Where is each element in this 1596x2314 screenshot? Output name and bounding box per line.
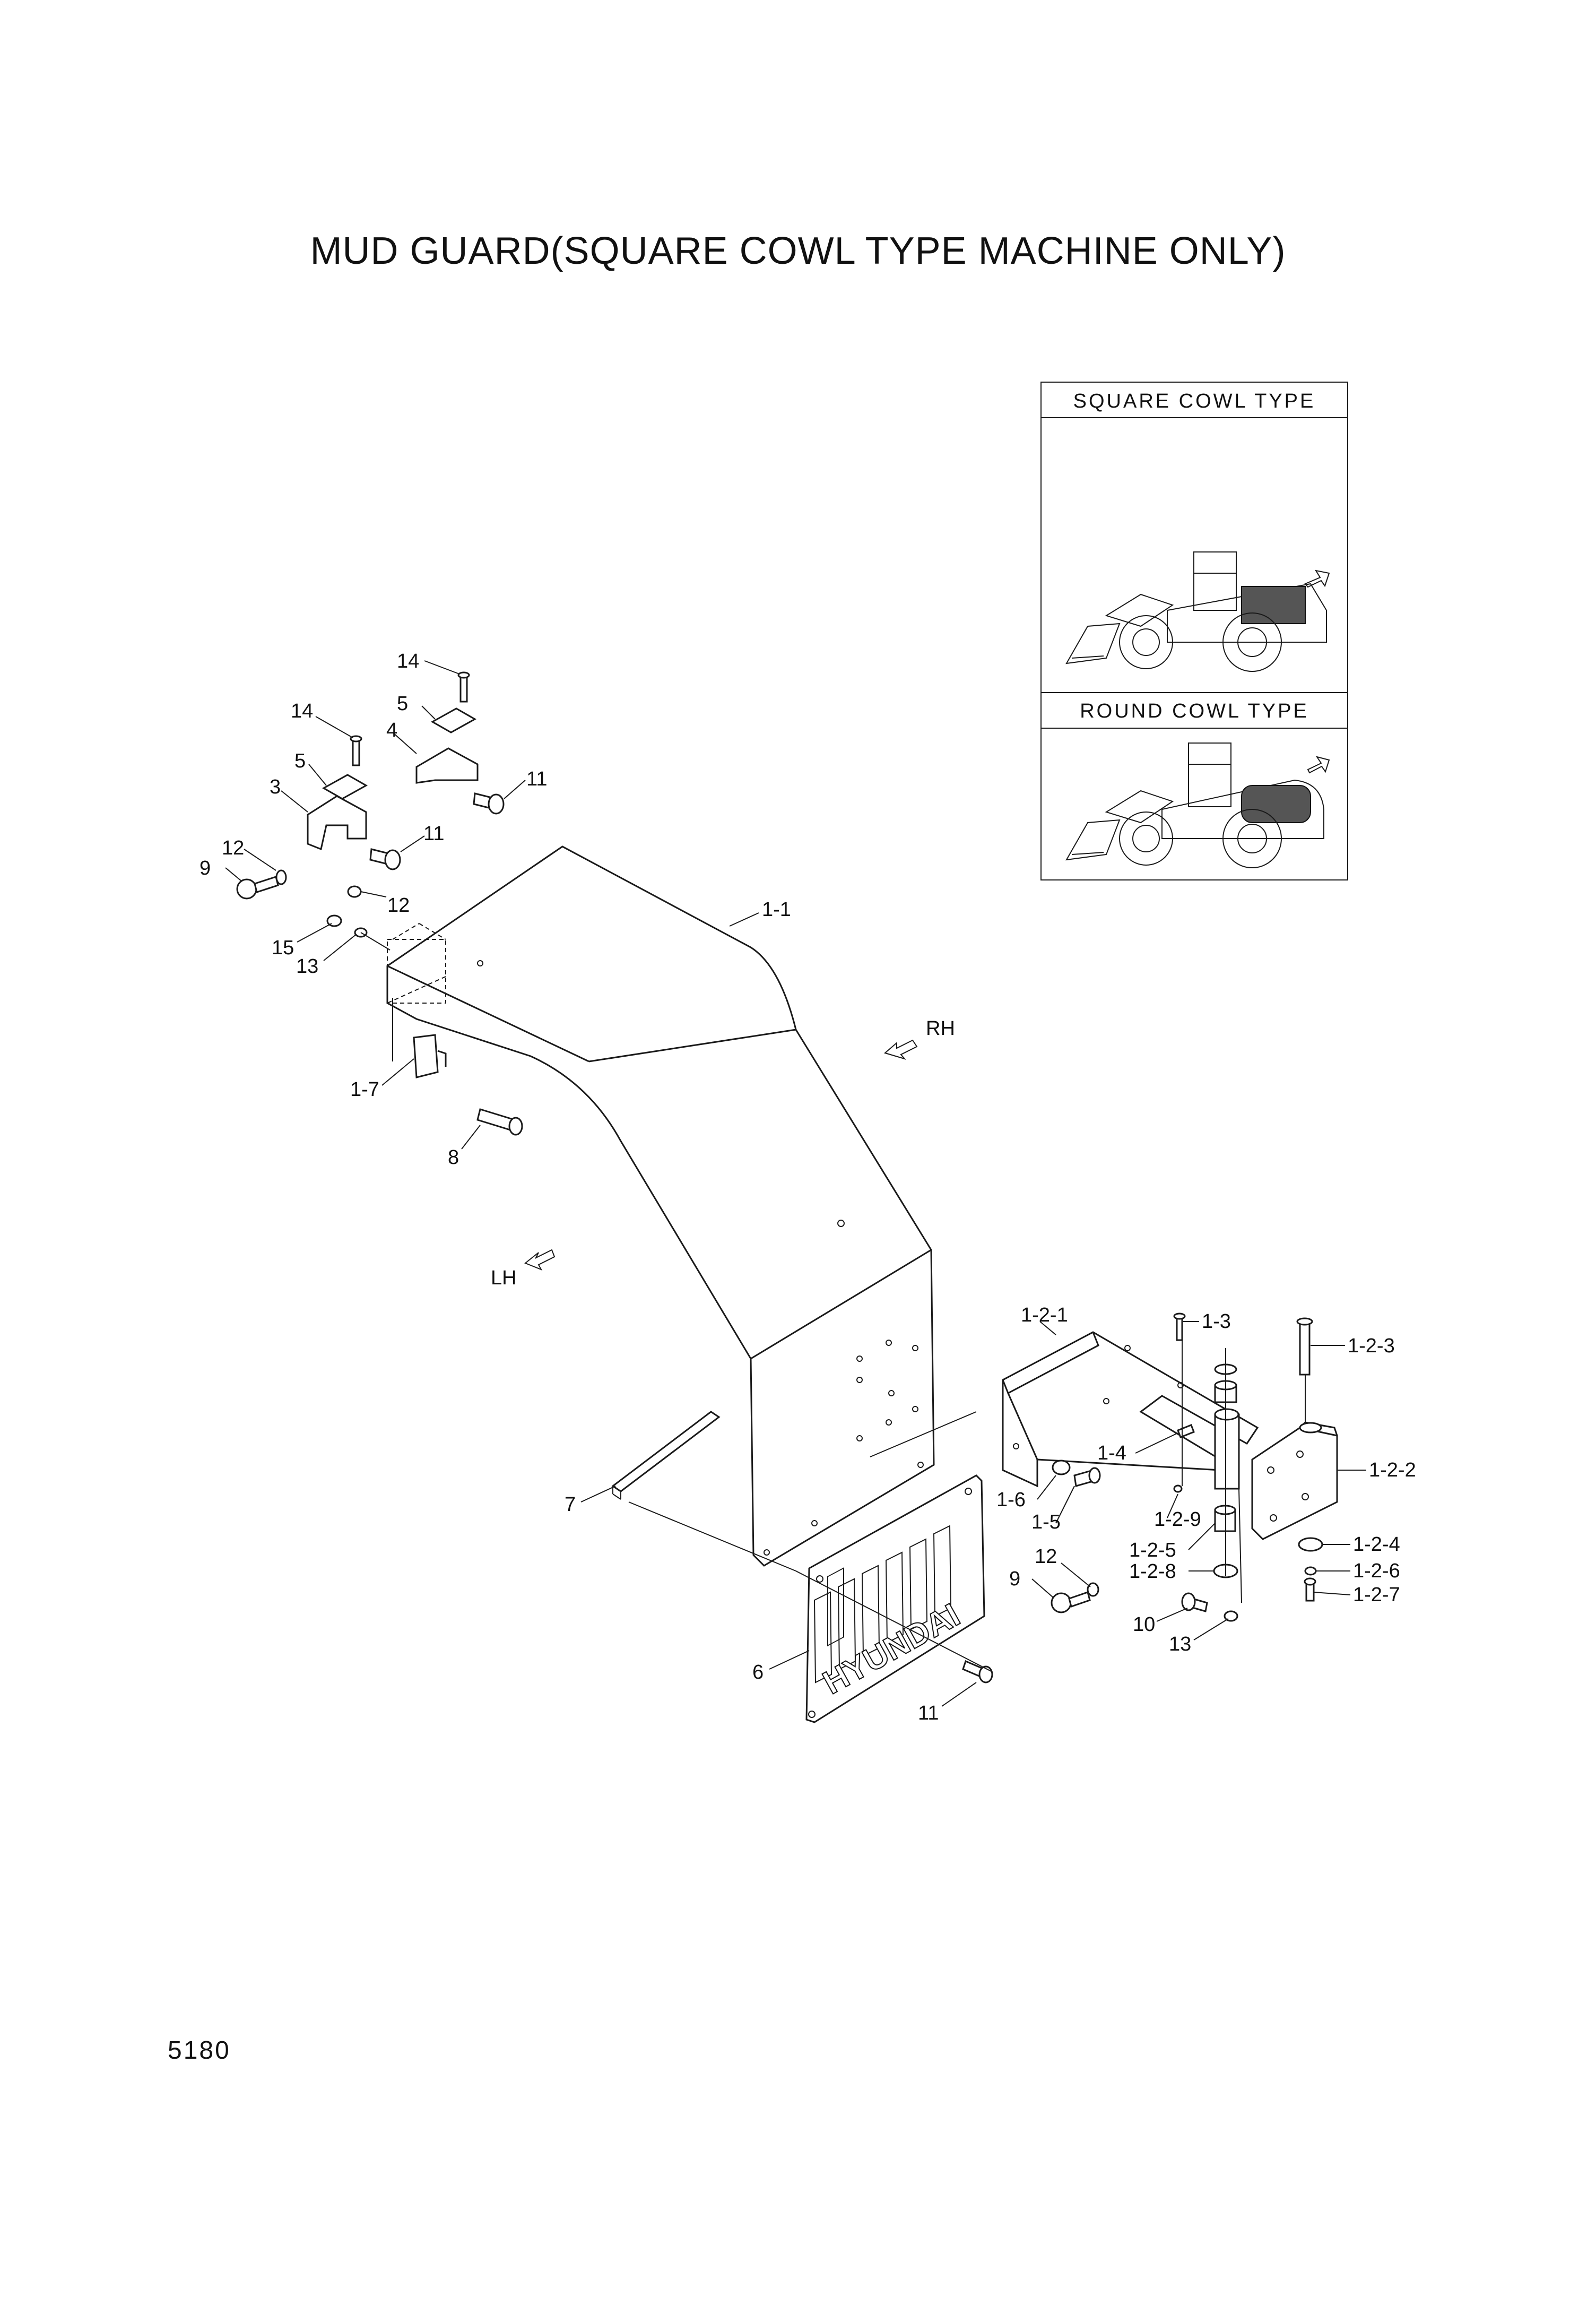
callout-6: 6 bbox=[752, 1661, 764, 1683]
callout-9: 9 bbox=[200, 857, 211, 879]
square-cowl-loader-image bbox=[1065, 551, 1330, 672]
callout-11: 11 bbox=[918, 1702, 939, 1724]
callout-1-2-1: 1-2-1 bbox=[1021, 1304, 1068, 1326]
callout-1-7: 1-7 bbox=[350, 1078, 379, 1101]
callout-1-2-8: 1-2-8 bbox=[1129, 1560, 1176, 1583]
direction-lh: LH bbox=[491, 1249, 556, 1289]
callout-14: 14 bbox=[397, 650, 419, 672]
callout-1-2-3: 1-2-3 bbox=[1348, 1335, 1395, 1357]
hinge-tube bbox=[1214, 1408, 1240, 1490]
callout-1-2-4: 1-2-4 bbox=[1353, 1533, 1400, 1556]
callout-5: 5 bbox=[397, 693, 408, 715]
fender-1-1 bbox=[386, 845, 935, 1567]
page-title: MUD GUARD(SQUARE COWL TYPE MACHINE ONLY) bbox=[310, 230, 1286, 272]
leader-lines bbox=[225, 660, 1366, 1707]
callout-1-2-6: 1-2-6 bbox=[1353, 1560, 1400, 1582]
callout-10: 10 bbox=[1133, 1613, 1155, 1636]
inset-box: SQUARE COWL TYPE ROUND COWL TYPE bbox=[1040, 382, 1348, 880]
lh-label: LH bbox=[491, 1267, 517, 1289]
hinge-plate-1-2-2 bbox=[1251, 1421, 1338, 1540]
callout-4: 4 bbox=[386, 719, 397, 741]
callout-7: 7 bbox=[565, 1493, 576, 1516]
page-number: 5180 bbox=[168, 2036, 231, 2065]
round-cowl-loader-image bbox=[1065, 742, 1330, 868]
rh-label: RH bbox=[926, 1017, 955, 1040]
callout-12: 12 bbox=[387, 894, 410, 917]
callout-11: 11 bbox=[526, 768, 547, 790]
bracket-3 bbox=[307, 795, 367, 851]
callout-12: 12 bbox=[222, 837, 244, 859]
callout-12: 12 bbox=[1035, 1545, 1057, 1568]
callout-1-1: 1-1 bbox=[762, 899, 791, 921]
callout-1-3: 1-3 bbox=[1202, 1310, 1231, 1333]
plate-5b bbox=[430, 707, 477, 733]
callout-5: 5 bbox=[294, 750, 306, 772]
callout-8: 8 bbox=[448, 1146, 459, 1169]
callout-14: 14 bbox=[291, 700, 313, 722]
callout-1-2-5: 1-2-5 bbox=[1129, 1539, 1176, 1561]
plate-5a bbox=[322, 774, 368, 800]
bracket-4 bbox=[415, 747, 479, 784]
callout-1-2-7: 1-2-7 bbox=[1353, 1584, 1400, 1606]
callout-15: 15 bbox=[272, 937, 294, 959]
callout-13: 13 bbox=[296, 955, 318, 978]
round-cowl-title: ROUND COWL TYPE bbox=[1080, 700, 1309, 722]
callout-3: 3 bbox=[270, 776, 281, 798]
square-cowl-title: SQUARE COWL TYPE bbox=[1073, 390, 1316, 412]
callout-11: 11 bbox=[423, 823, 444, 845]
callout-9: 9 bbox=[1009, 1568, 1020, 1590]
callout-labels: 14 14 5 5 4 3 11 11 12 9 12 15 13 1-1 1-… bbox=[200, 650, 1416, 1724]
callout-13: 13 bbox=[1169, 1633, 1191, 1655]
direction-rh: RH bbox=[883, 1017, 955, 1060]
callout-1-6: 1-6 bbox=[996, 1489, 1026, 1511]
fasteners bbox=[236, 671, 1323, 1683]
strip-7 bbox=[611, 1411, 721, 1500]
callout-1-5: 1-5 bbox=[1031, 1511, 1061, 1533]
callout-1-4: 1-4 bbox=[1097, 1442, 1126, 1464]
callout-1-2-2: 1-2-2 bbox=[1369, 1459, 1416, 1481]
callout-1-2-9: 1-2-9 bbox=[1154, 1508, 1201, 1531]
